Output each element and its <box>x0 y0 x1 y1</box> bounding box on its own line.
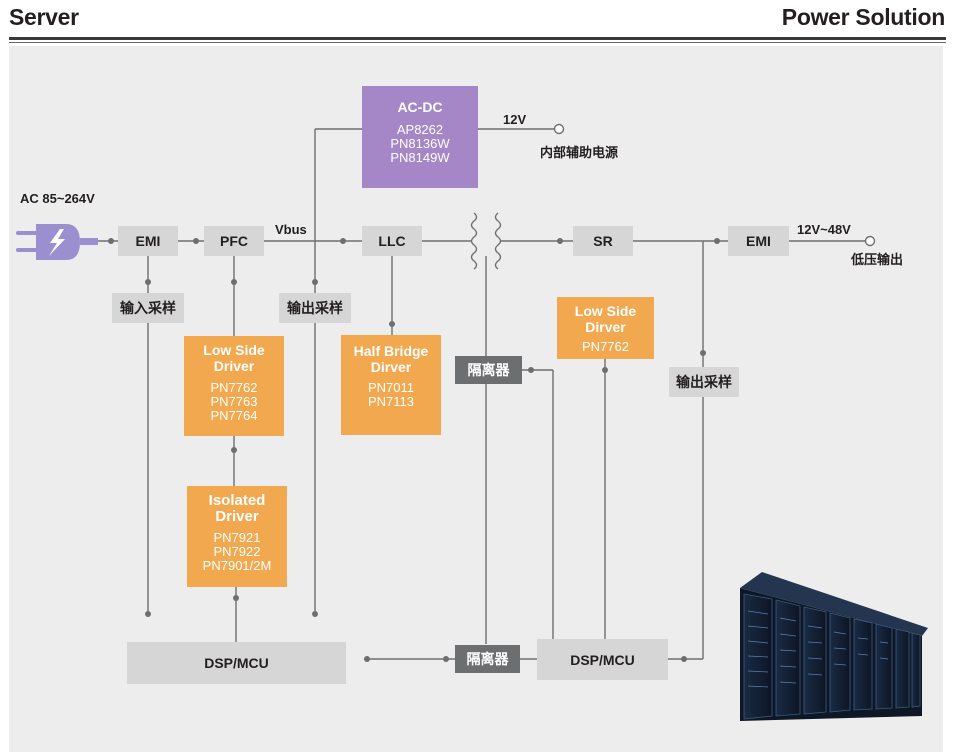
pfc-low-side-driver-block: Low Side Driver PN7762 PN7763 PN7764 <box>184 336 284 436</box>
ac-input-label: AC 85~264V <box>20 191 95 206</box>
aux-output-label: 内部辅助电源 <box>540 145 619 160</box>
aux-voltage-label: 12V <box>503 112 527 127</box>
driver-part: PN7762 <box>582 339 629 354</box>
driver-part: PN7011 <box>367 380 414 395</box>
isolator-block: 隔离器 <box>455 645 520 673</box>
llc-block: LLC <box>362 226 422 256</box>
output-sampling-block: 输出采样 <box>669 367 739 397</box>
driver-title: Isolated <box>208 492 266 509</box>
driver-part: PN7762 <box>210 380 258 395</box>
acdc-part: PN8136W <box>390 136 450 151</box>
dsp-mcu-block: DSP/MCU <box>537 639 668 680</box>
ac-plug-icon <box>16 224 98 260</box>
driver-part: PN7764 <box>210 408 258 423</box>
sr-block: SR <box>573 226 633 256</box>
driver-title: Dirver <box>585 319 626 335</box>
header-rule-thin <box>9 42 946 43</box>
sr-low-side-driver-block: Low Side Dirver PN7762 <box>557 297 654 359</box>
driver-title: Driver <box>213 358 255 374</box>
driver-title: Dirver <box>370 359 412 375</box>
dsp-mcu-block: DSP/MCU <box>127 642 346 684</box>
page-subtitle: Power Solution <box>781 4 946 30</box>
half-bridge-driver-block: Half Bridge Dirver PN7011 PN7113 <box>341 335 441 435</box>
acdc-part: PN8149W <box>390 150 450 165</box>
emi-input-block: EMI <box>118 226 178 256</box>
output-sampling-block: 输出采样 <box>279 293 351 323</box>
driver-title: Driver <box>215 508 259 525</box>
pfc-block: PFC <box>204 226 264 256</box>
isolator-block: 隔离器 <box>455 356 522 384</box>
emi-output-block: EMI <box>728 226 789 256</box>
driver-part: PN7922 <box>213 544 261 559</box>
page-title: Server <box>9 4 79 30</box>
server-racks-image <box>740 572 928 721</box>
driver-part: PN7901/2M <box>202 558 272 573</box>
vbus-label: Vbus <box>275 222 307 237</box>
driver-part: PN7763 <box>210 394 258 409</box>
driver-title: Low Side <box>574 303 637 319</box>
acdc-part: AP8262 <box>396 122 444 137</box>
driver-title: Low Side <box>203 342 265 358</box>
isolated-driver-block: Isolated Driver PN7921 PN7922 PN7901/2M <box>187 486 287 587</box>
output-voltage-label: 12V~48V <box>797 222 851 237</box>
header-rule <box>9 37 946 40</box>
driver-part: PN7921 <box>213 530 261 545</box>
input-sampling-block: 输入采样 <box>112 293 184 323</box>
driver-title: Half Bridge <box>353 343 429 359</box>
driver-part: PN7113 <box>367 394 414 409</box>
acdc-title: AC-DC <box>397 99 443 115</box>
acdc-block: AC-DC AP8262 PN8136W PN8149W <box>362 86 478 188</box>
low-voltage-output-label: 低压输出 <box>851 252 904 267</box>
